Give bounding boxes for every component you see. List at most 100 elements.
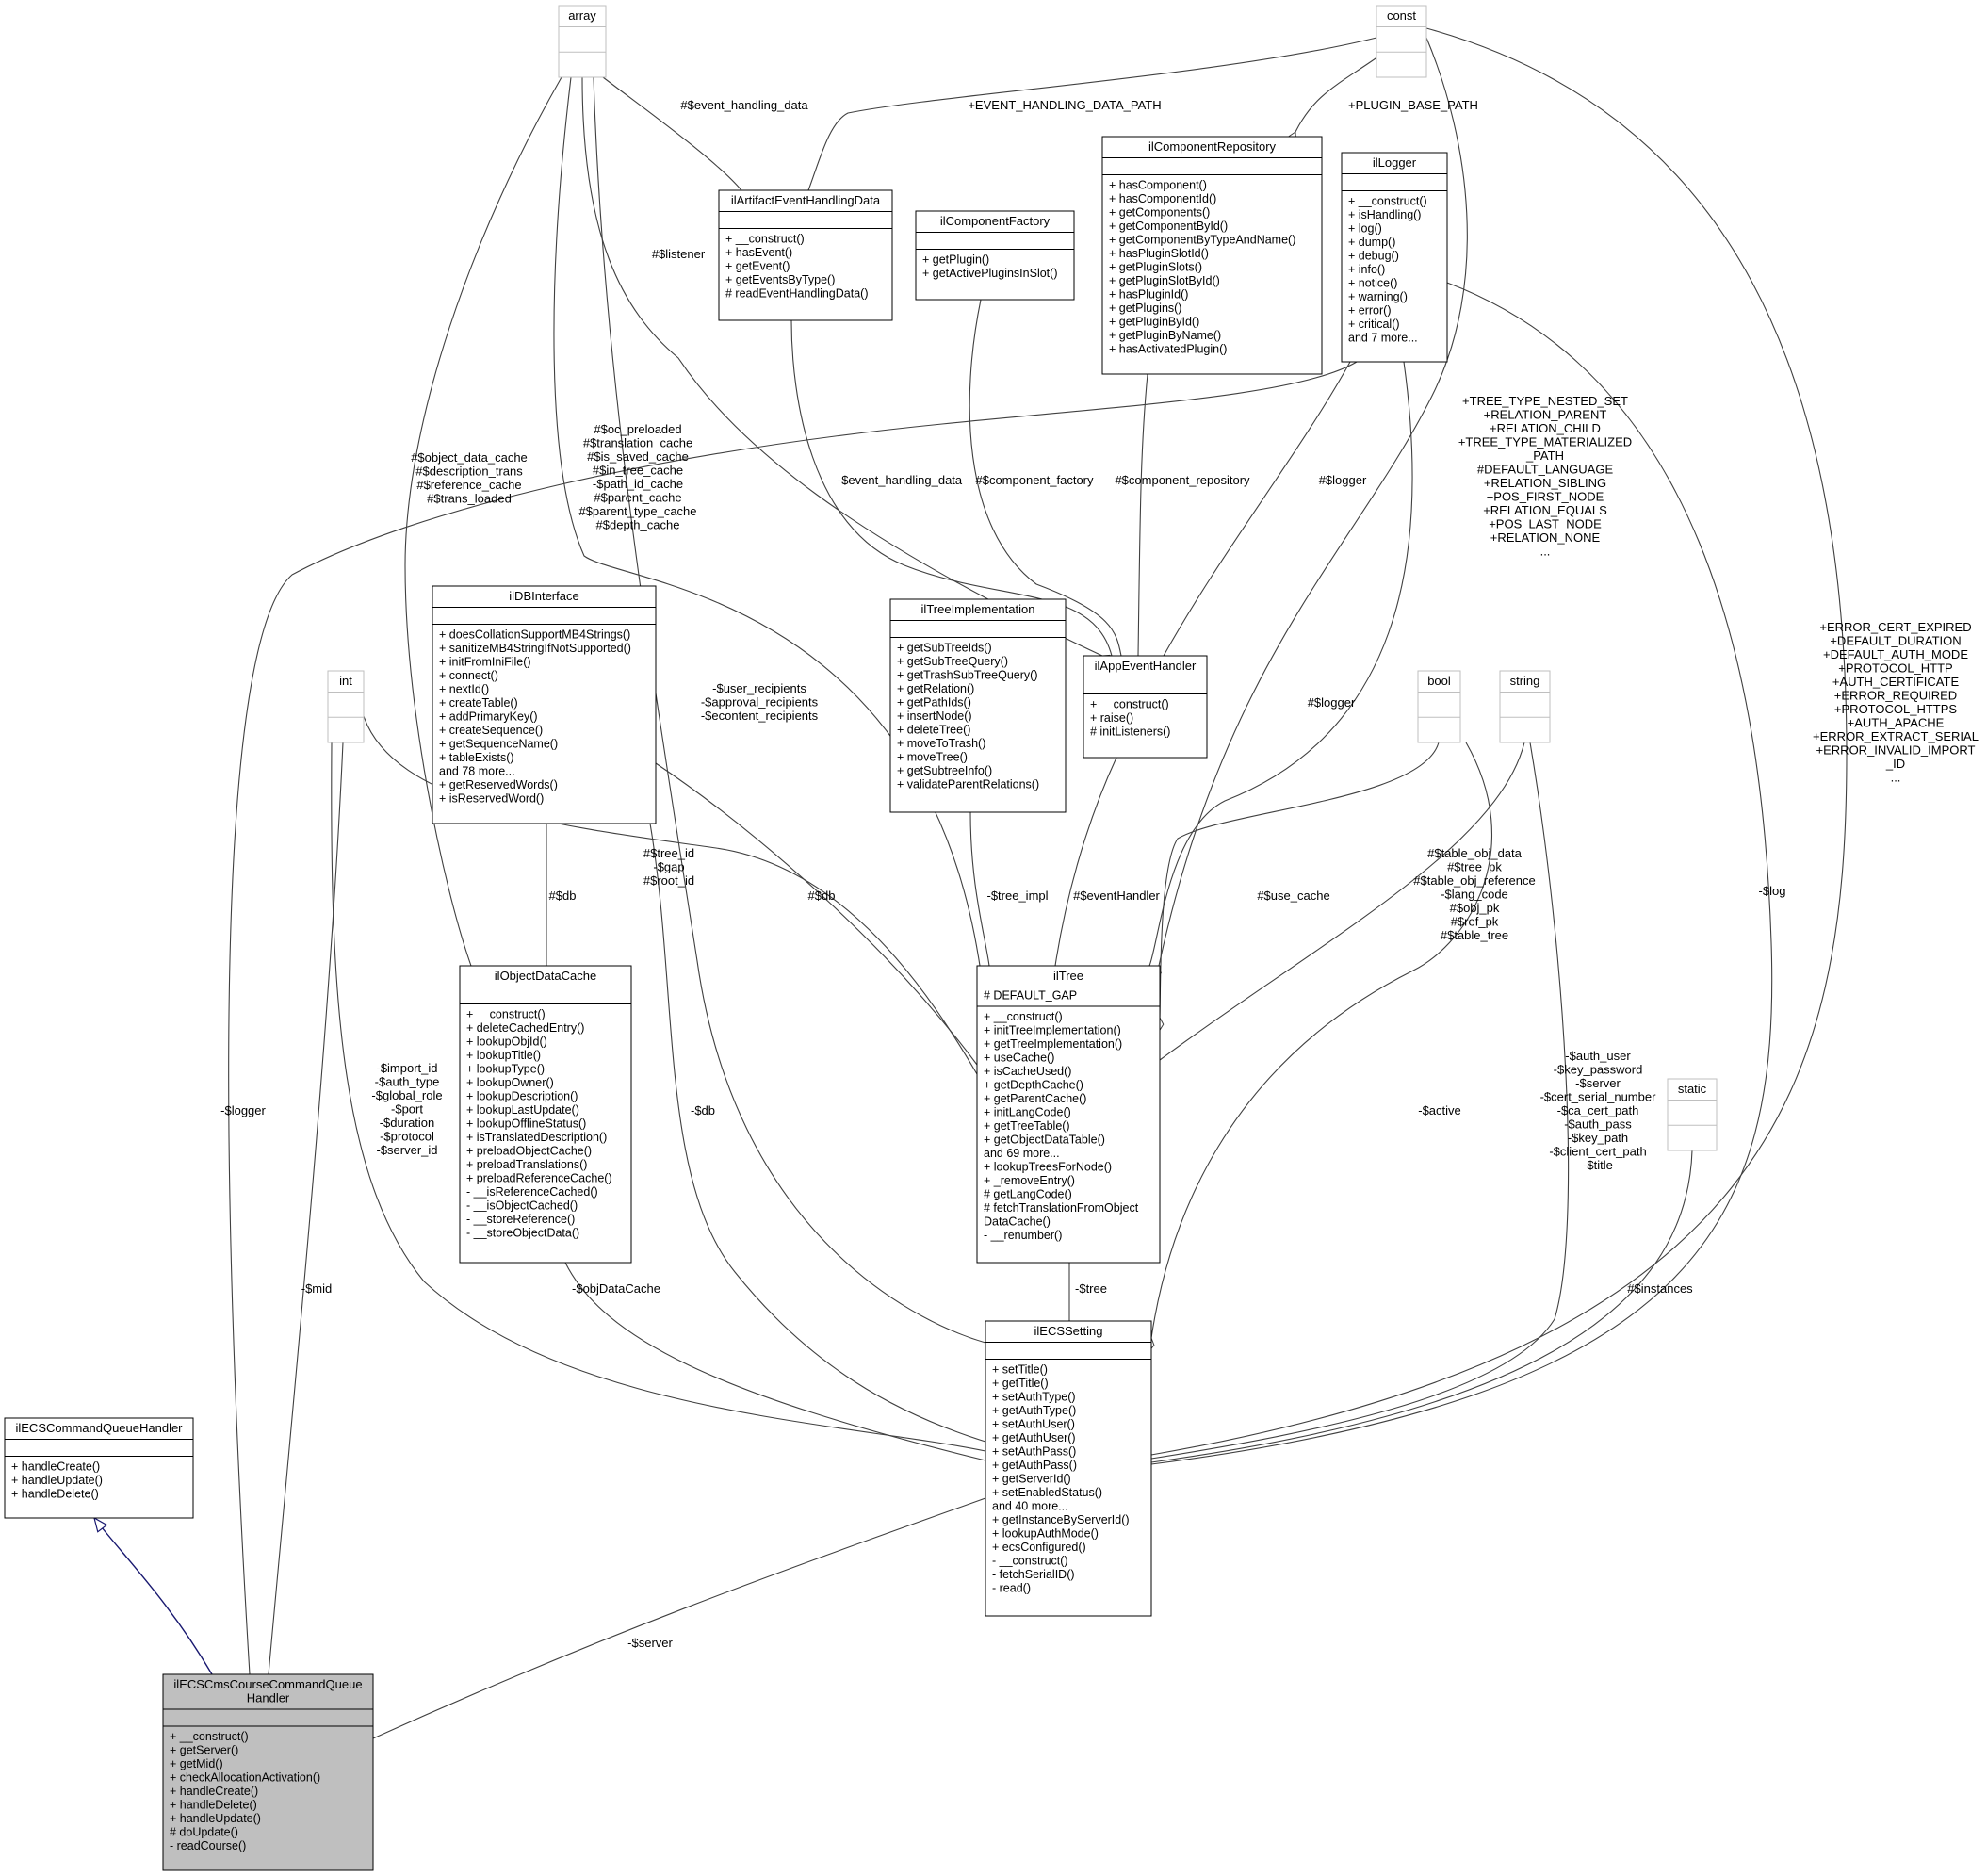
class-method: + getAuthType() [992,1404,1076,1417]
edge-label: -$tree [1075,1281,1107,1296]
class-method: + notice() [1348,277,1397,290]
edge-label-line: _PATH [1525,449,1564,463]
association-edge [1146,742,1492,1352]
class-box-frame [327,670,365,743]
class-method: + setAuthPass() [992,1445,1076,1459]
class-title: ilECSCmsCourseCommandQueue [173,1677,362,1691]
class-box-frame [459,965,632,1264]
association-edge [1153,37,1468,980]
class-method: + __construct() [1348,195,1427,208]
association-edge [1137,742,1570,1464]
class-title: Handler [247,1691,290,1705]
edge-label-line: #$component_repository [1115,473,1250,487]
class-method: + getSubTreeIds() [897,642,992,655]
edge-label: #$oc_preloaded#$translation_cache#$is_sa… [578,422,696,532]
class-method: + getComponents() [1109,206,1210,220]
edge-label-line: #$component_factory [975,473,1094,487]
association-edge [331,742,1000,1457]
edge-label-line: -$server_id [376,1143,437,1157]
edge-label-line: #$instances [1627,1281,1693,1296]
class-method: + isHandling() [1348,208,1421,221]
class-method: + isReservedWord() [439,792,544,806]
class-method: + lookupTitle() [466,1049,541,1062]
edge-label-line: -$econtent_recipients [701,709,819,723]
class-method: + __construct() [1090,698,1169,711]
edge-label-line: +PLUGIN_BASE_PATH [1348,98,1478,112]
class-method: + critical() [1348,318,1400,331]
class-method: + lookupLastUpdate() [466,1103,579,1117]
class-title: ilLogger [1373,155,1417,170]
class-method: + setAuthUser() [992,1418,1075,1431]
edge-label-line: -$tree_impl [986,889,1048,903]
edge-label-line: #$table_obj_data [1427,846,1523,860]
class-method: and 40 more... [992,1500,1068,1513]
edge-label-line: #$ref_pk [1451,915,1499,929]
class-method: + info() [1348,263,1385,276]
class-method: + hasComponent() [1109,179,1207,192]
class-title: ilComponentFactory [940,214,1051,228]
association-edge [1143,361,1413,979]
class-box-array: array [558,5,607,78]
edge-label-line: #$event_handling_data [680,98,808,112]
class-method: + getTreeTable() [984,1119,1070,1133]
class-method: + getSubtreeInfo() [897,764,992,777]
association-edge [263,742,344,1688]
class-title: array [568,8,596,23]
class-method: - __storeReference() [466,1213,575,1226]
edge-label-line: #$depth_cache [596,518,680,532]
edge-label-line: +PROTOCOL_HTTPS [1834,702,1957,716]
edge-label-line: #$listener [652,247,706,261]
edge-label-line: -$protocol [380,1130,434,1144]
class-method: + createSequence() [439,724,543,737]
edge-label-line: -$client_cert_path [1549,1145,1646,1159]
class-title: ilECSSetting [1034,1324,1103,1338]
class-method: + connect() [439,669,498,682]
edge-label-line: -$log [1759,884,1786,898]
class-box-frame [1417,670,1461,743]
edge-label-line: +RELATION_NONE [1490,530,1601,545]
edge-label: -$objDataCache [572,1281,660,1296]
edge-label-line: +RELATION_PARENT [1484,408,1607,422]
edge-label-line: -$auth_user [1565,1049,1631,1063]
class-box-frame [1101,136,1323,375]
association-edge [790,319,1118,670]
class-box-frame [558,5,607,78]
class-method: and 78 more... [439,765,515,778]
edge-label-line: -$key_path [1568,1131,1628,1145]
edge-label-line: +DEFAULT_AUTH_MODE [1823,647,1968,661]
class-method: # fetchTranslationFromObject [984,1201,1139,1215]
class-method: + __construct() [984,1010,1063,1023]
edge-label: #$event_handling_data [680,98,808,112]
class-method: + __construct() [466,1008,546,1021]
association-edge [1137,282,1773,1470]
class-method: + getAuthPass() [992,1459,1077,1472]
edge-label-line: -$global_role [371,1088,442,1102]
class-method: - __storeObjectData() [466,1227,579,1240]
association-edge [564,1262,1000,1467]
edge-label-line: -$mid [301,1281,333,1296]
class-method: + handleUpdate() [170,1812,261,1825]
edge-label-line: -$port [391,1102,423,1117]
class-method: + getPluginByName() [1109,329,1221,342]
class-method: + getPluginSlotById() [1109,274,1220,287]
edge-label-line: #$oc_preloaded [594,422,681,436]
edge-label: +PLUGIN_BASE_PATH [1348,98,1478,112]
edge-label-line: -$db [691,1103,715,1117]
edge-label-line: -$ca_cert_path [1557,1103,1639,1117]
class-method: + __construct() [170,1730,249,1743]
class-method: + getDepthCache() [984,1079,1083,1092]
class-box-ilECSCommandQueueHandler: ilECSCommandQueueHandler+ handleCreate()… [4,1417,194,1519]
edge-label: -$auth_user-$key_password-$server-$cert_… [1540,1049,1657,1172]
class-method: + preloadTranslations() [466,1158,587,1171]
class-method: + lookupAuthMode() [992,1527,1099,1541]
class-box-frame [915,210,1075,301]
edge-label: -$logger [220,1103,266,1117]
association-edge [228,361,1358,1688]
association-edge [581,76,1116,663]
inheritance-edge [94,1518,213,1675]
edge-label-line: +AUTH_APACHE [1848,716,1945,730]
edge-label-line: -$lang_code [1441,888,1508,902]
edge-label-line: -$auth_type [375,1075,440,1089]
class-box-frame [1376,5,1427,78]
class-title: ilObjectDataCache [495,969,596,983]
